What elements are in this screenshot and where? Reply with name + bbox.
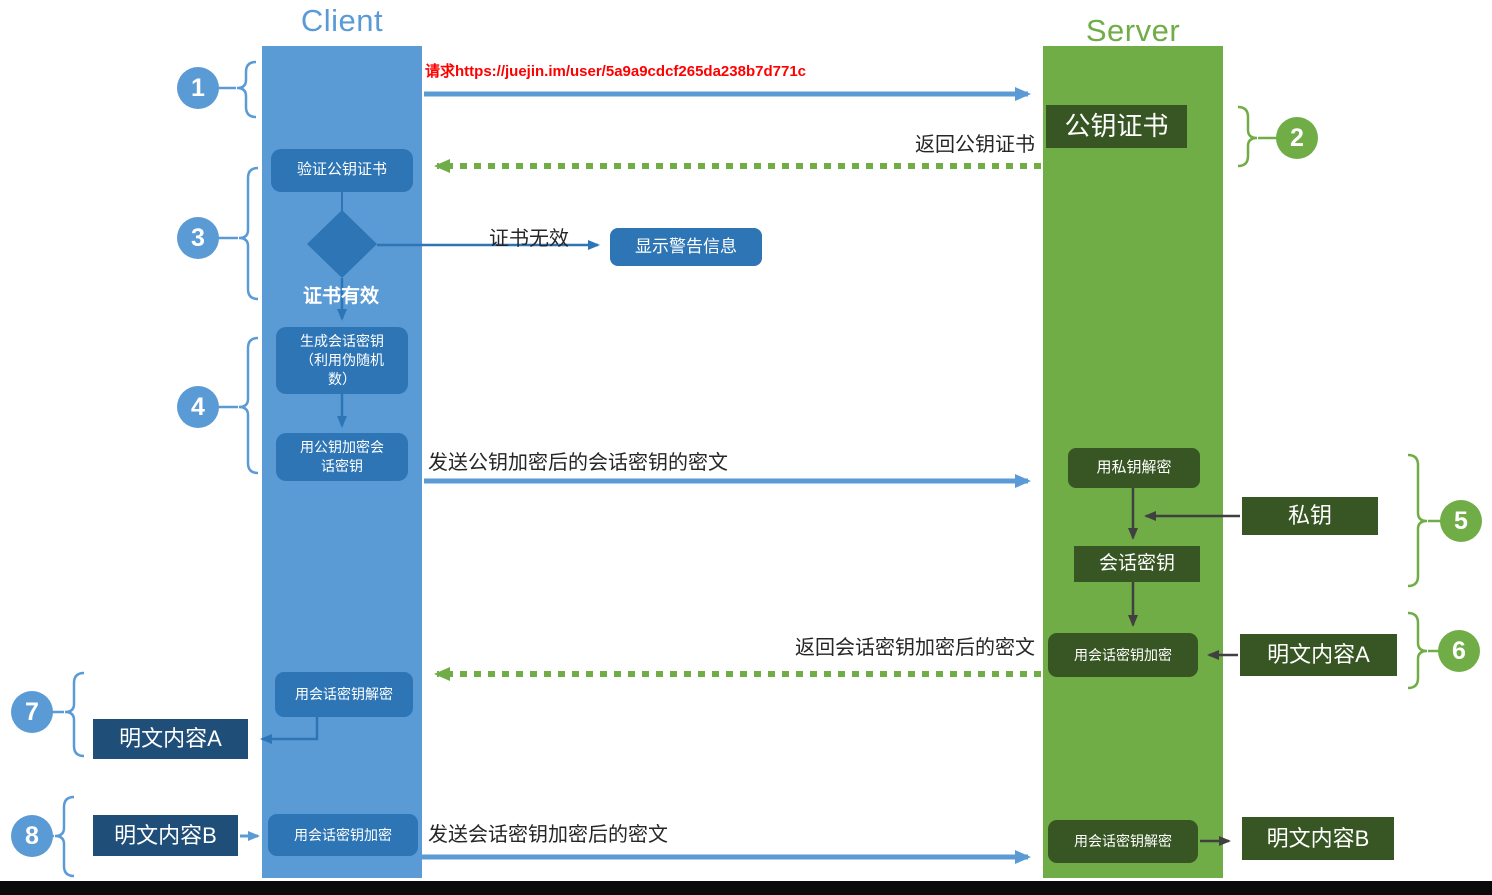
generate-session-key-box: 生成会话密钥（利用伪随机数） (276, 327, 408, 394)
public-key-cert-box: 公钥证书 (1046, 105, 1187, 148)
request-url-label: 请求https://juejin.im/user/5a9a9cdcf265da2… (425, 63, 806, 80)
step-badge-6: 6 (1438, 630, 1480, 672)
brace-step6 (1407, 611, 1428, 690)
brace-step2 (1237, 105, 1258, 168)
private-key-box: 私钥 (1242, 497, 1378, 535)
brace-step4 (238, 336, 259, 475)
client-decrypt-box: 用会话密钥解密 (275, 672, 413, 717)
bottom-edge-bar (0, 881, 1492, 895)
send-ciphertext-label: 发送会话密钥加密后的密文 (428, 824, 668, 846)
decrypt-to-plaintext-a-elbow (260, 717, 319, 744)
server-decrypt-box: 用会话密钥解密 (1048, 820, 1198, 863)
step-badge-5: 5 (1440, 500, 1482, 542)
encrypt-with-public-key-box: 用公钥加密会话密钥 (276, 433, 408, 481)
return-cert-label: 返回公钥证书 (915, 134, 1035, 156)
send-session-key-label: 发送公钥加密后的会话密钥的密文 (428, 452, 728, 474)
cert-valid-label: 证书有效 (303, 286, 380, 307)
show-warning-box: 显示警告信息 (610, 228, 762, 266)
server-title: Server (1085, 13, 1181, 48)
brace-step3 (238, 166, 259, 301)
step-badge-4: 4 (177, 386, 219, 428)
brace-step7 (64, 671, 85, 758)
cert-invalid-label: 证书无效 (489, 228, 569, 250)
brace-step8 (54, 795, 75, 878)
plaintext-b-server-box: 明文内容B (1242, 817, 1394, 860)
step-badge-8: 8 (11, 815, 53, 857)
step-badge-3: 3 (177, 217, 219, 259)
session-key-box: 会话密钥 (1074, 546, 1200, 582)
plaintext-a-client-box: 明文内容A (93, 719, 248, 759)
brace-step1 (236, 60, 257, 119)
plaintext-b-client-box: 明文内容B (93, 815, 238, 856)
verify-cert-box: 验证公钥证书 (271, 149, 413, 192)
return-ciphertext-label: 返回会话密钥加密后的密文 (795, 637, 1035, 659)
server-encrypt-box: 用会话密钥加密 (1048, 633, 1198, 677)
decrypt-with-private-key-box: 用私钥解密 (1068, 448, 1200, 488)
decision-diamond (307, 210, 377, 278)
step-badge-2: 2 (1276, 117, 1318, 159)
client-encrypt-box: 用会话密钥加密 (268, 814, 418, 856)
step-badge-1: 1 (177, 67, 219, 109)
client-title: Client (300, 3, 384, 38)
brace-step5 (1407, 453, 1428, 588)
plaintext-a-server-box: 明文内容A (1240, 634, 1397, 676)
step-badge-7: 7 (11, 691, 53, 733)
